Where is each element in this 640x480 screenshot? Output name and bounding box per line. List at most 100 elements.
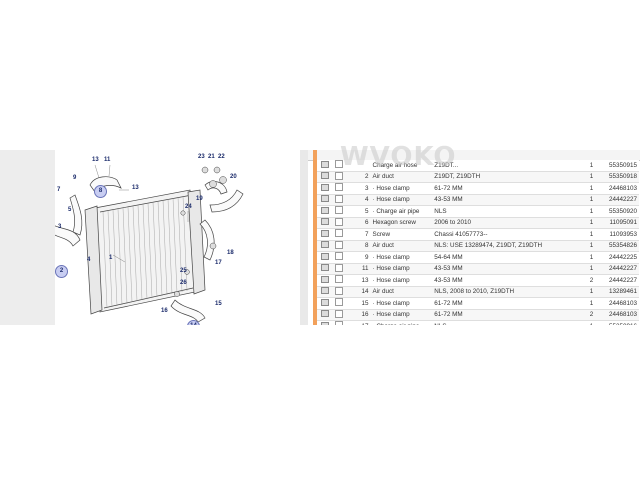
callout-11: 11: [104, 157, 111, 163]
callout-13a: 13: [92, 157, 99, 163]
note-cell: NLS, 2008 to 2010, Z19DTH: [432, 286, 572, 298]
row-menu-icon[interactable]: [317, 182, 333, 195]
description-cell: Air duct: [370, 286, 433, 298]
note-cell: NLS: USE 13289474, Z19DT, Z19DTH: [432, 240, 572, 252]
callout-21: 21: [208, 154, 215, 160]
description-cell: Hexagon screw: [370, 217, 433, 229]
callout-3: 3: [58, 224, 62, 230]
description-cell: · Hose clamp: [370, 194, 433, 206]
row-menu-icon[interactable]: [317, 217, 333, 229]
row-checkbox[interactable]: [332, 309, 351, 321]
row-checkbox[interactable]: [332, 182, 351, 195]
callout-8: 8: [94, 185, 107, 198]
row-menu-icon[interactable]: [317, 251, 333, 264]
quantity-cell: 1: [571, 286, 596, 298]
note-cell: Chassi 41057773--: [432, 228, 572, 241]
part-number-cell: 24468103: [595, 182, 639, 195]
part-number-cell: 24468103: [595, 297, 639, 310]
note-cell: NLS: [432, 320, 572, 325]
part-number-cell: 55350915: [595, 160, 639, 172]
callout-22: 22: [218, 154, 225, 160]
part-number-cell: 11093953: [595, 228, 639, 241]
intercooler-illustration: [55, 164, 244, 323]
description-cell: · Hose clamp: [370, 309, 433, 321]
row-checkbox[interactable]: [332, 160, 351, 172]
row-menu-icon[interactable]: [317, 205, 333, 218]
description-cell: · Hose clamp: [370, 297, 433, 310]
row-menu-icon[interactable]: [317, 228, 333, 241]
row-checkbox[interactable]: [332, 240, 351, 252]
position-cell: 14: [350, 286, 371, 298]
row-checkbox[interactable]: [332, 171, 351, 183]
callout-15: 15: [215, 301, 222, 307]
callout-16: 16: [161, 308, 168, 314]
row-menu-icon[interactable]: [317, 240, 333, 252]
row-menu-icon[interactable]: [317, 160, 333, 172]
quantity-cell: 1: [571, 182, 596, 195]
row-checkbox[interactable]: [332, 286, 351, 298]
row-menu-icon[interactable]: [317, 309, 333, 321]
row-checkbox[interactable]: [332, 194, 351, 206]
position-cell: 6: [350, 217, 371, 229]
row-menu-icon[interactable]: [317, 171, 333, 183]
callout-17: 17: [215, 260, 222, 266]
parts-diagram: 13 11 7 9 8 13 5 3 4 2 1 23 24 19 20 21 …: [55, 150, 295, 325]
table-row[interactable]: 17· Charge air pipeNLS155350916: [317, 320, 639, 325]
row-menu-icon[interactable]: [317, 320, 333, 325]
description-cell: Charge air hose: [370, 160, 433, 172]
row-checkbox[interactable]: [332, 205, 351, 218]
description-cell: · Charge air pipe: [370, 320, 433, 325]
row-checkbox[interactable]: [332, 228, 351, 241]
callout-20: 20: [230, 174, 237, 180]
row-menu-icon[interactable]: [317, 274, 333, 287]
note-cell: 54-64 MM: [432, 251, 572, 264]
quantity-cell: 1: [571, 297, 596, 310]
quantity-cell: 1: [571, 217, 596, 229]
panel-divider[interactable]: [300, 150, 308, 325]
quantity-cell: 1: [571, 228, 596, 241]
part-number-cell: 55350920: [595, 205, 639, 218]
part-number-cell: 24468103: [595, 309, 639, 321]
part-number-cell: 11095091: [595, 217, 639, 229]
row-menu-icon[interactable]: [317, 263, 333, 275]
row-checkbox[interactable]: [332, 251, 351, 264]
row-menu-icon[interactable]: [317, 297, 333, 310]
callout-25: 25: [180, 268, 187, 274]
position-cell: 16: [350, 309, 371, 321]
row-checkbox[interactable]: [332, 297, 351, 310]
part-number-cell: 55354826: [595, 240, 639, 252]
row-menu-icon[interactable]: [317, 194, 333, 206]
row-checkbox[interactable]: [332, 320, 351, 325]
callout-24: 24: [185, 204, 192, 210]
description-cell: Screw: [370, 228, 433, 241]
quantity-cell: 1: [571, 240, 596, 252]
position-cell: 11: [350, 263, 371, 275]
row-checkbox[interactable]: [332, 217, 351, 229]
position-cell: 3: [350, 182, 371, 195]
callout-7: 7: [57, 187, 61, 193]
row-checkbox[interactable]: [332, 274, 351, 287]
position-cell: 15: [350, 297, 371, 310]
row-menu-icon[interactable]: [317, 286, 333, 298]
description-cell: · Hose clamp: [370, 263, 433, 275]
quantity-cell: 2: [571, 274, 596, 287]
row-checkbox[interactable]: [332, 263, 351, 275]
part-number-cell: 55350916: [595, 320, 639, 325]
quantity-cell: 1: [571, 320, 596, 325]
position-cell: 13: [350, 274, 371, 287]
